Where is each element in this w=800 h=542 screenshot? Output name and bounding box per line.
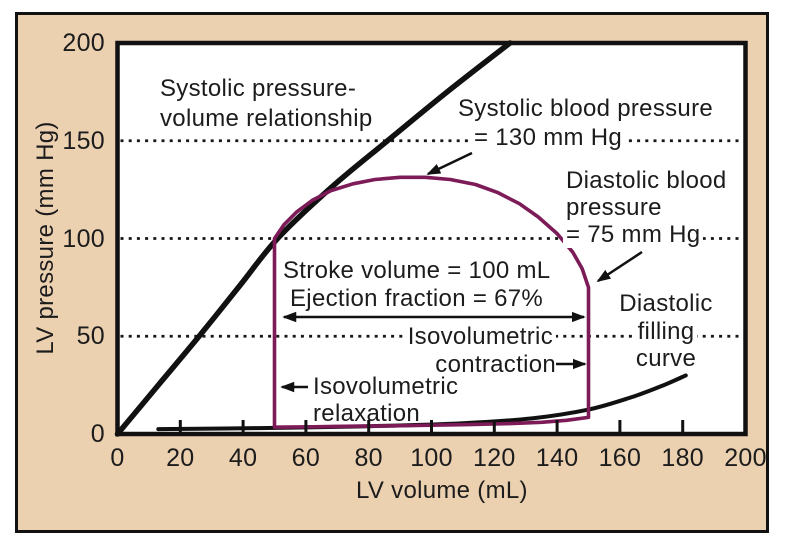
diastolic-bp-label-line1: Diastolic blood bbox=[563, 167, 730, 194]
isovolumetric-contraction-line1: Isovolumetric bbox=[404, 323, 556, 351]
y-axis-title: LV pressure (mm Hg) bbox=[32, 121, 59, 355]
x-tick-label-180: 180 bbox=[661, 444, 704, 472]
systolic-bp-label-line2: = 130 mm Hg bbox=[471, 123, 626, 152]
y-tick-label-100: 100 bbox=[62, 224, 105, 253]
systolic-bp-pointer bbox=[426, 151, 473, 176]
diastolic-filling-curve-line2: filling bbox=[634, 317, 698, 345]
x-tick-label-200: 200 bbox=[724, 444, 767, 472]
x-axis-title: LV volume (mL) bbox=[356, 477, 528, 504]
y-tick-label-150: 150 bbox=[62, 126, 105, 155]
isovolumetric-contraction-label: Isovolumetric contraction bbox=[396, 323, 556, 379]
ejection-fraction-label: Ejection fraction = 67% bbox=[290, 285, 544, 312]
x-tick-label-20: 20 bbox=[166, 444, 195, 472]
x-tick-label-160: 160 bbox=[598, 444, 642, 472]
series-pressure-volume-loop bbox=[272, 175, 591, 429]
isovolumetric-relaxation-label: Isovolumetric relaxation bbox=[313, 373, 458, 427]
y-tick-label-0: 0 bbox=[90, 420, 105, 448]
x-tick-label-60: 60 bbox=[291, 444, 321, 472]
systolic-bp-label: Systolic blood pressure = 130 mm Hg bbox=[455, 94, 717, 152]
series-systolic-pressure-volume-relationship bbox=[114, 40, 513, 437]
x-tick-label-80: 80 bbox=[354, 444, 383, 472]
diastolic-bp-pointer bbox=[596, 250, 643, 283]
stroke-volume-label: Stroke volume = 100 mL bbox=[283, 257, 551, 284]
diastolic-bp-label-line3: = 75 mm Hg bbox=[563, 221, 704, 248]
diastolic-filling-curve-line1: Diastolic bbox=[619, 290, 713, 317]
x-tick-label-40: 40 bbox=[228, 444, 258, 472]
x-tick-label-100: 100 bbox=[410, 444, 453, 472]
systolic-bp-label-line1: Systolic blood pressure bbox=[455, 94, 717, 123]
isovolumetric-relaxation-line1: Isovolumetric bbox=[313, 373, 459, 400]
diastolic-bp-label-line2: pressure bbox=[563, 194, 665, 221]
spvr-label-line1: Systolic pressure- bbox=[160, 75, 357, 102]
isovolumetric-contraction-line2: contraction bbox=[435, 351, 556, 378]
x-tick-label-0: 0 bbox=[110, 444, 125, 472]
spvr-label: Systolic pressure- volume relationship bbox=[160, 74, 372, 134]
spvr-label-line2: volume relationship bbox=[160, 105, 373, 132]
diastolic-bp-label: Diastolic blood pressure = 75 mm Hg bbox=[563, 167, 730, 248]
series-diastolic-filling-curve bbox=[156, 373, 688, 432]
x-tick-label-120: 120 bbox=[472, 444, 516, 472]
y-tick-label-50: 50 bbox=[76, 322, 105, 351]
diastolic-filling-curve-label: Diastolic filling curve bbox=[596, 290, 736, 373]
y-tick-label-200: 200 bbox=[62, 29, 105, 57]
diastolic-filling-curve-line3: curve bbox=[635, 345, 697, 372]
x-tick-label-140: 140 bbox=[535, 444, 579, 472]
isovolumetric-relaxation-line2: relaxation bbox=[313, 400, 421, 427]
